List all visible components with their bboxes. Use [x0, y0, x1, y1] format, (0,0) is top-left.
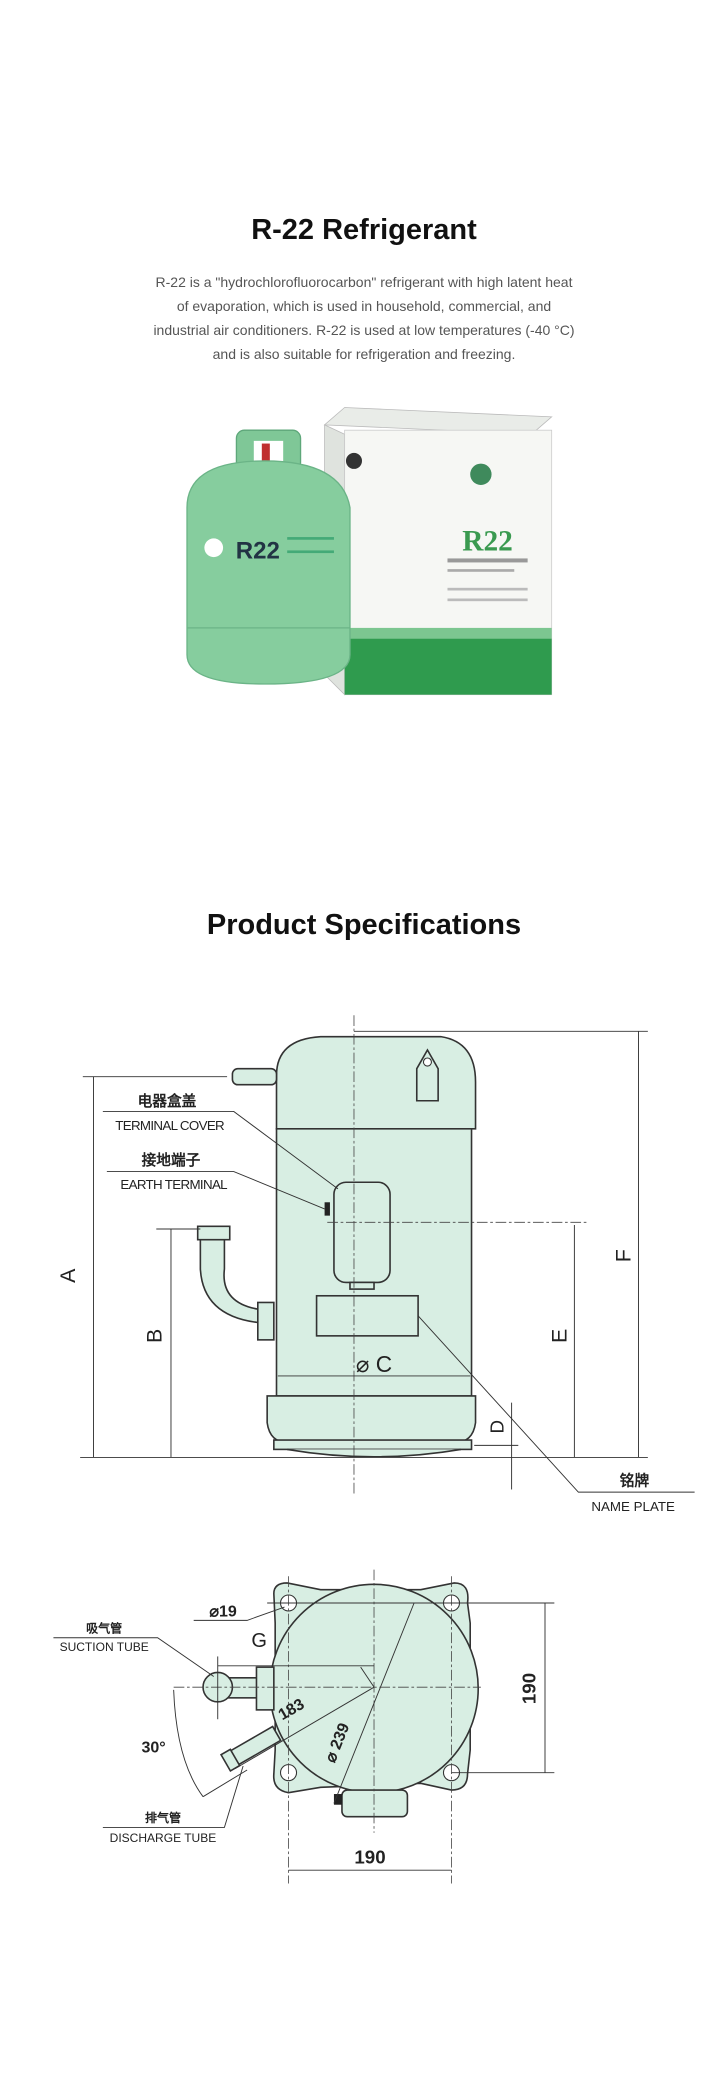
height-190-label: 190	[519, 1673, 540, 1704]
width-190-label: 190	[354, 1846, 385, 1867]
cylinder-r22-label: R22	[236, 537, 280, 564]
dim-e-label: E	[547, 1329, 571, 1343]
discharge-tube-cn: 排气管	[145, 1810, 181, 1825]
dim-a-label: A	[56, 1268, 80, 1283]
hole-19-label: ⌀19	[209, 1602, 237, 1620]
product-description: R-22 is a "hydrochlorofluorocarbon" refr…	[153, 274, 575, 362]
specifications-title: Product Specifications	[206, 909, 522, 941]
suction-tube-en: SUCTION TUBE	[60, 1640, 149, 1654]
terminal-cover	[333, 1181, 391, 1284]
earth-terminal-en: EARTH TERMINAL	[120, 1177, 227, 1192]
product-title: R-22 Refrigerant	[251, 214, 477, 246]
dim-b-label: B	[143, 1329, 167, 1343]
dim-d-label: D	[487, 1420, 508, 1434]
compressor-top-view: 190 190 G 183 ⌀ 239 30° ⌀19 吸气管 SUCTION …	[53, 1569, 555, 1884]
name-plate-cn: 铭牌	[620, 1471, 650, 1489]
terminal-cover-cn: 电器盒盖	[138, 1092, 197, 1110]
discharge-tube-en: DISCHARGE TUBE	[110, 1831, 217, 1845]
name-plate	[315, 1294, 419, 1337]
earth-terminal-cn: 接地端子	[142, 1151, 201, 1169]
name-plate-en: NAME PLATE	[591, 1499, 675, 1514]
dim-g-label: G	[251, 1630, 267, 1652]
angle-30-label: 30°	[141, 1739, 165, 1757]
terminal-cover-en: TERMINAL COVER	[115, 1118, 225, 1133]
dim-f-label: F	[611, 1249, 635, 1262]
suction-tube-cn: 吸气管	[86, 1620, 122, 1635]
compressor-side-view: A B ⌀ C D E F 电器盒盖 TERMINAL COVER 接地端子 E…	[56, 1015, 695, 1514]
earth-terminal	[324, 1202, 330, 1216]
refrigerant-cylinder: R22	[186, 429, 351, 685]
box-r22-label: R22	[462, 525, 513, 557]
product-image: R22 R22	[186, 407, 553, 696]
dim-c-label: ⌀ C	[356, 1351, 392, 1377]
refrigerant-box: R22	[323, 407, 553, 696]
